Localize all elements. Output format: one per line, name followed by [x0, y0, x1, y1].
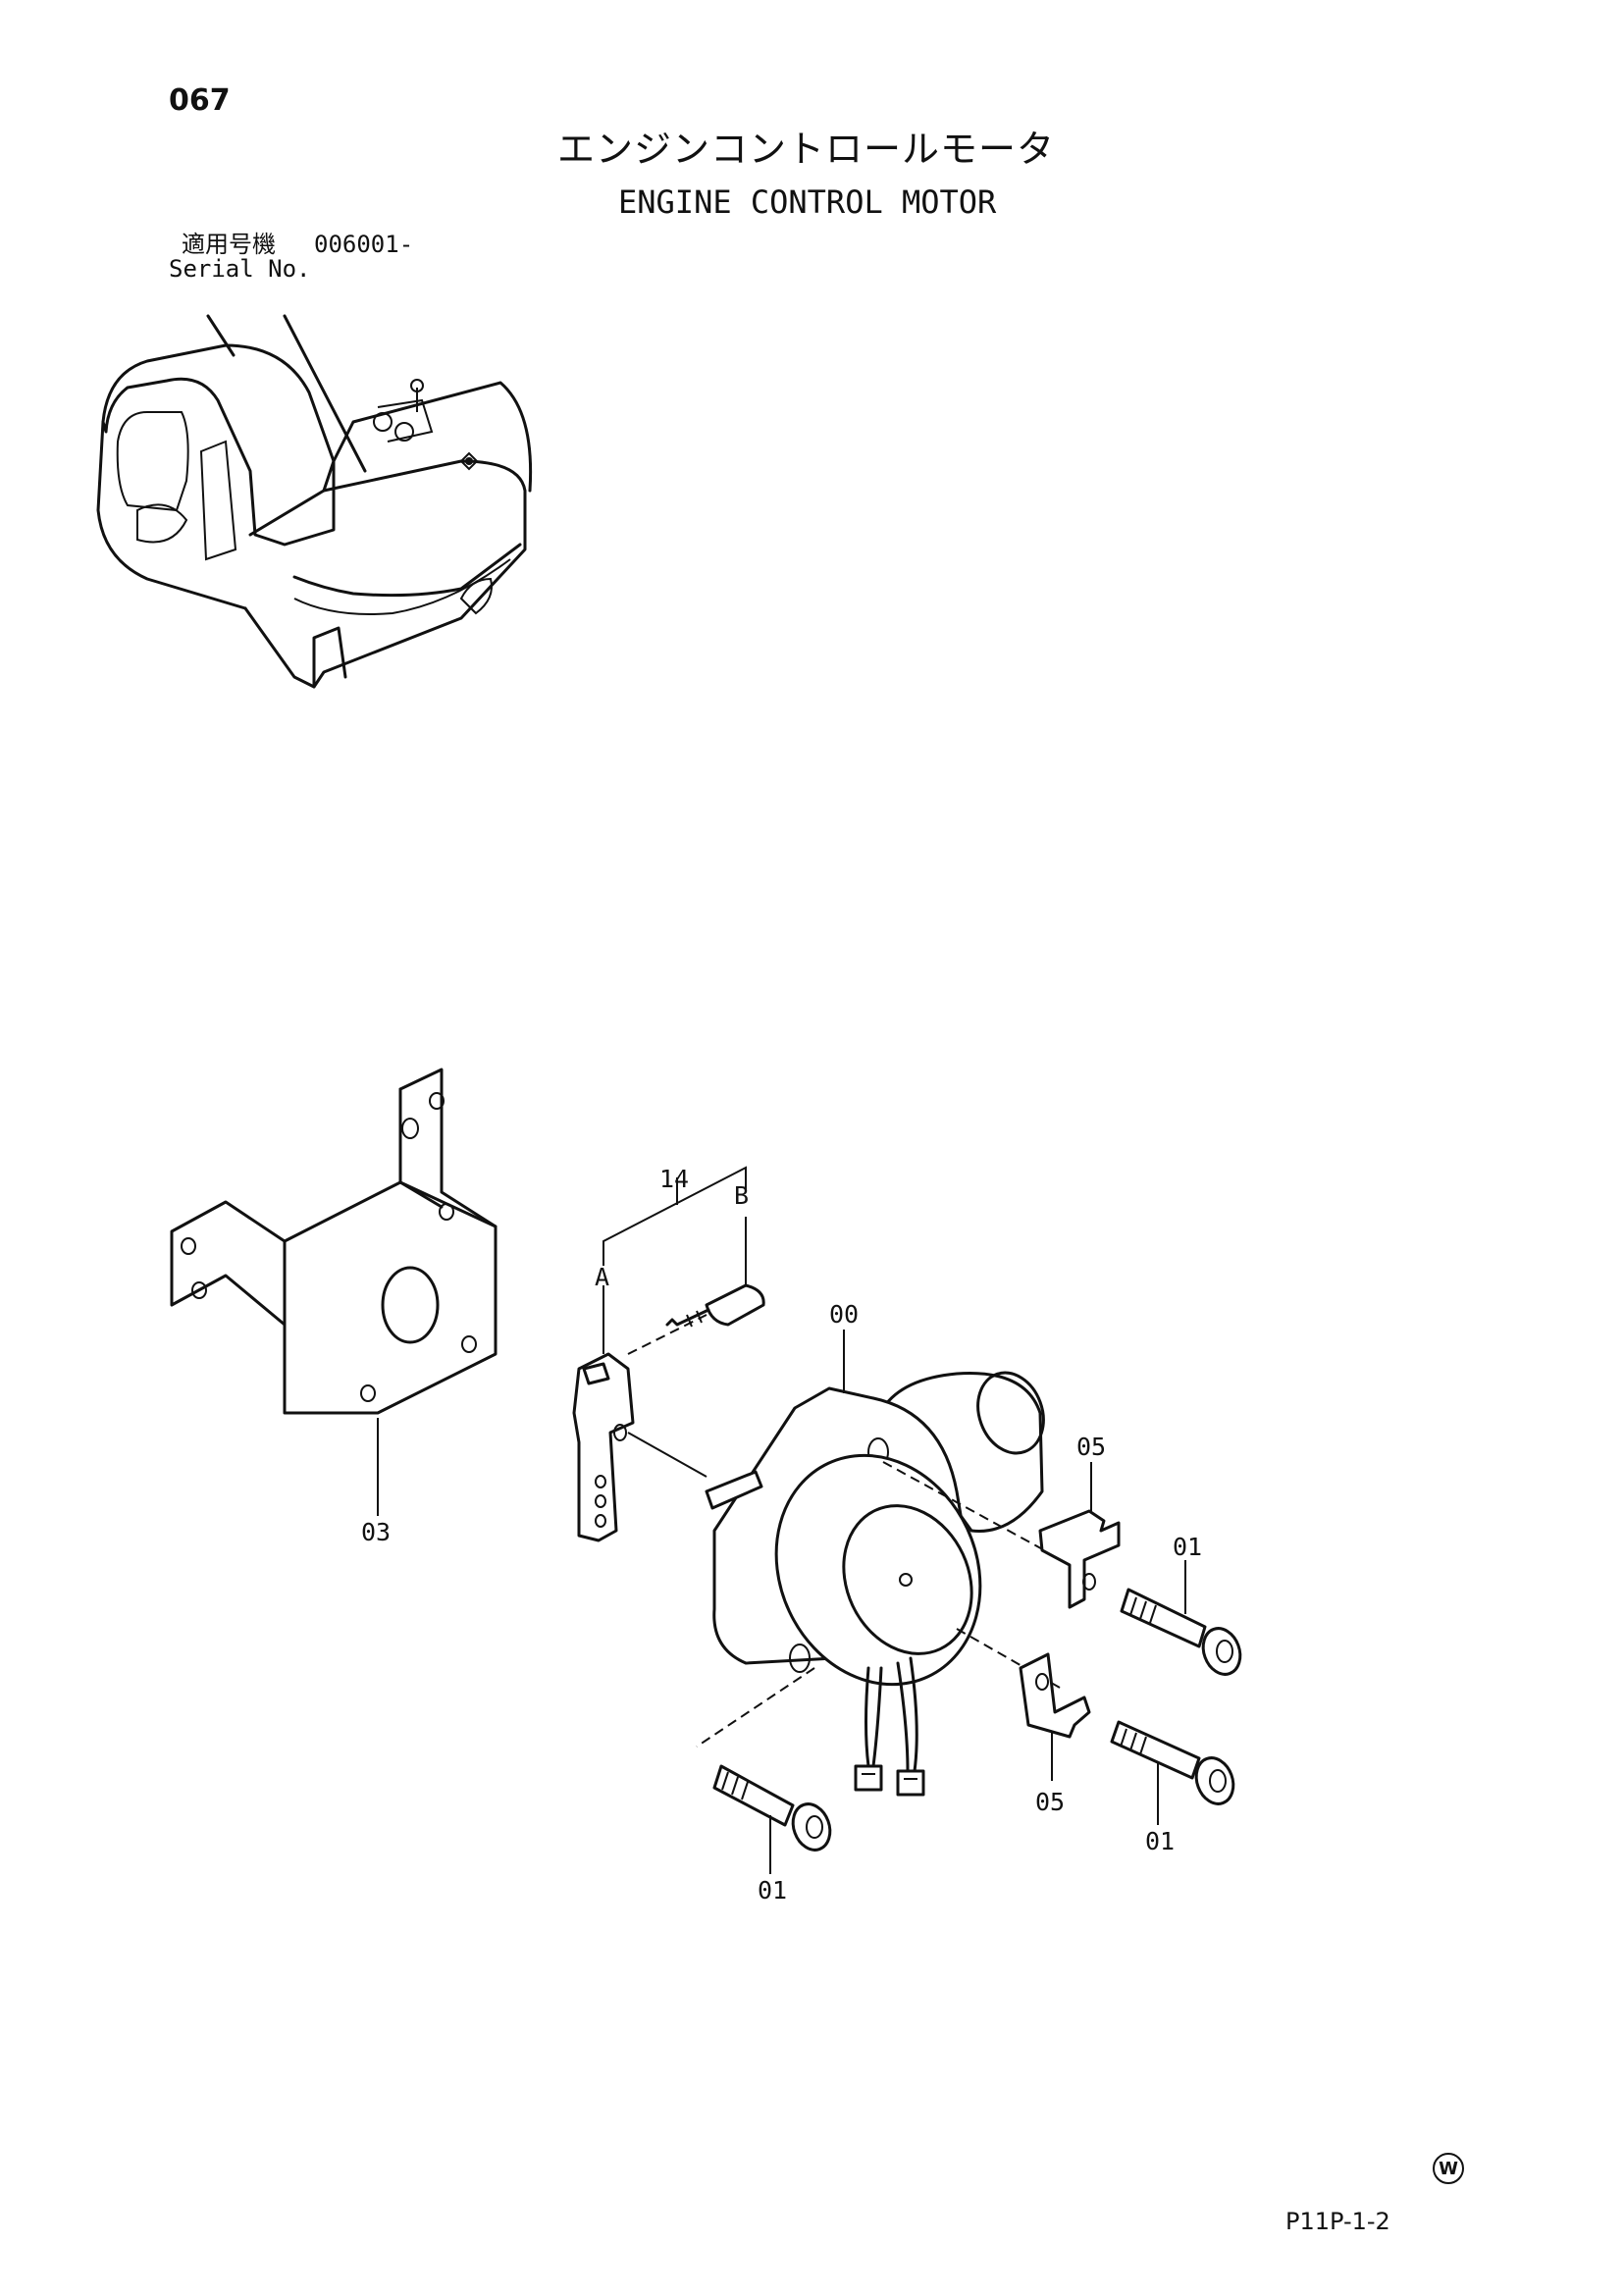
mounting-bracket: [170, 1068, 498, 1516]
callout-clip-bottom: 05: [1035, 1788, 1065, 1816]
page-title-english: ENGINE CONTROL MOTOR: [618, 183, 997, 221]
callout-bracket: 03: [361, 1518, 391, 1546]
callout-clip-top: 05: [1076, 1433, 1106, 1461]
clip-bottom: [1019, 1652, 1091, 1781]
bolt-right-top: [1120, 1560, 1242, 1676]
page-title-japanese: エンジンコントロールモータ: [557, 128, 1056, 171]
bolt-left: [712, 1764, 832, 1874]
callout-linkage-a: A: [595, 1263, 609, 1291]
excavator-locator-illustration: [96, 314, 533, 689]
callout-bolt-left: 01: [758, 1876, 787, 1905]
callout-motor: 00: [829, 1300, 859, 1329]
drawing-code: P11P-1-2: [1285, 2208, 1390, 2235]
callout-linkage-b: B: [734, 1181, 749, 1210]
callout-bolt-right-bottom: 01: [1145, 1827, 1175, 1855]
linkage-set: [572, 1166, 765, 1542]
engine-control-motor: [696, 1330, 1090, 1797]
page-number: 067: [169, 83, 231, 118]
w-circle-mark: W: [1433, 2153, 1464, 2184]
serial-number-value: 006001-: [314, 231, 414, 258]
serial-label-japanese: 適用号機: [182, 231, 276, 258]
callout-linkage-set: 14: [659, 1165, 689, 1193]
clip-top: [1038, 1462, 1121, 1609]
serial-label-english: Serial No.: [169, 255, 311, 283]
callout-bolt-right-top: 01: [1173, 1533, 1202, 1561]
bolt-right-bottom: [1110, 1720, 1235, 1825]
